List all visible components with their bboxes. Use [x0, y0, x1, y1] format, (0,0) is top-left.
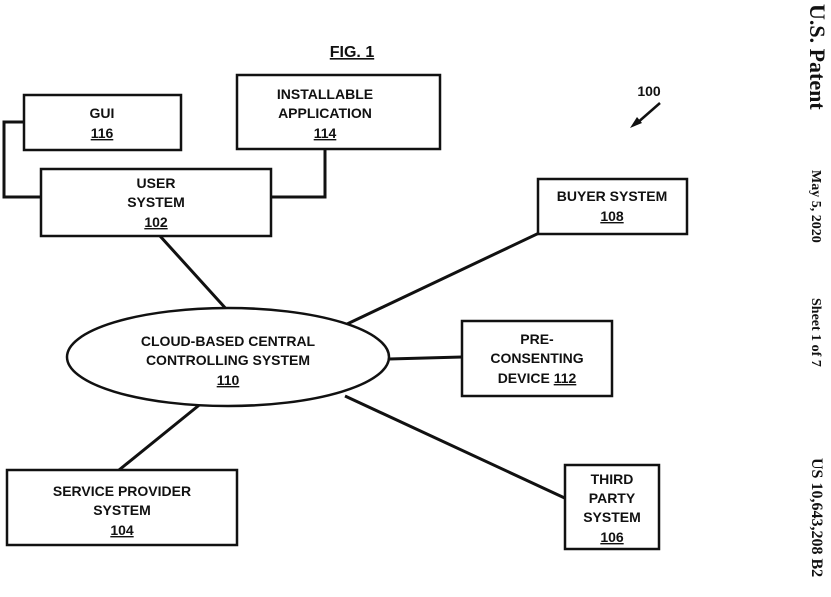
preconsenting-device-node: PRE- CONSENTING DEVICE 112	[460, 319, 614, 398]
cloud-system-ref: 110	[217, 372, 240, 388]
gui-node: GUI 116	[22, 93, 183, 152]
installable-app-line-2: APPLICATION	[278, 105, 372, 121]
buyer-system-node: BUYER SYSTEM 108	[536, 177, 689, 236]
connector-app-user	[271, 149, 327, 199]
preconsenting-line-1: PRE-	[520, 331, 554, 347]
figure-ref-number: 100	[637, 83, 661, 99]
buyer-system-ref: 108	[600, 208, 624, 224]
connectors	[2, 120, 595, 502]
header-sheet: Sheet 1 of 7	[808, 298, 823, 367]
cloud-system-node: CLOUD-BASED CENTRAL CONTROLLING SYSTEM 1…	[65, 306, 391, 408]
installable-app-ref: 114	[314, 125, 337, 141]
preconsenting-ref: 112	[554, 370, 577, 386]
service-provider-line-1: SERVICE PROVIDER	[53, 483, 191, 499]
connector-gui-user	[2, 120, 41, 199]
service-provider-line-2: SYSTEM	[93, 502, 151, 518]
gui-ref: 116	[91, 125, 114, 141]
user-system-line-2: SYSTEM	[127, 194, 185, 210]
patent-header: U.S. Patent May 5, 2020 Sheet 1 of 7 US …	[805, 4, 830, 577]
buyer-system-label: BUYER SYSTEM	[557, 188, 667, 204]
service-provider-node: SERVICE PROVIDER SYSTEM 104	[5, 468, 239, 547]
third-party-line-3: SYSTEM	[583, 509, 641, 525]
third-party-ref: 106	[600, 529, 624, 545]
cloud-system-line-2: CONTROLLING SYSTEM	[146, 352, 310, 368]
third-party-system-node: THIRD PARTY SYSTEM 106	[563, 463, 661, 551]
installable-app-line-1: INSTALLABLE	[277, 86, 373, 102]
connector-cloud-service	[118, 400, 204, 472]
header-date: May 5, 2020	[808, 170, 823, 243]
preconsenting-device-word: DEVICE	[498, 370, 550, 386]
preconsenting-line-2: CONSENTING	[490, 350, 583, 366]
installable-application-node: INSTALLABLE APPLICATION 114	[235, 73, 442, 151]
header-patent-number: US 10,643,208 B2	[808, 458, 825, 577]
figure-title: FIG. 1	[330, 44, 375, 61]
connector-user-cloud	[158, 234, 230, 313]
user-system-line-1: USER	[137, 175, 176, 191]
connector-cloud-third	[344, 394, 570, 502]
connector-cloud-preconsent	[388, 355, 463, 361]
cloud-system-line-1: CLOUD-BASED CENTRAL	[141, 333, 316, 349]
gui-label: GUI	[90, 105, 115, 121]
header-office: U.S. Patent	[805, 4, 830, 110]
service-provider-ref: 104	[110, 522, 134, 538]
preconsenting-line-3: DEVICE 112	[498, 370, 577, 386]
third-party-line-1: THIRD	[591, 471, 634, 487]
figure-ref-arrow	[630, 102, 661, 128]
third-party-line-2: PARTY	[589, 490, 636, 506]
user-system-ref: 102	[144, 214, 168, 230]
user-system-node: USER SYSTEM 102	[39, 167, 273, 238]
